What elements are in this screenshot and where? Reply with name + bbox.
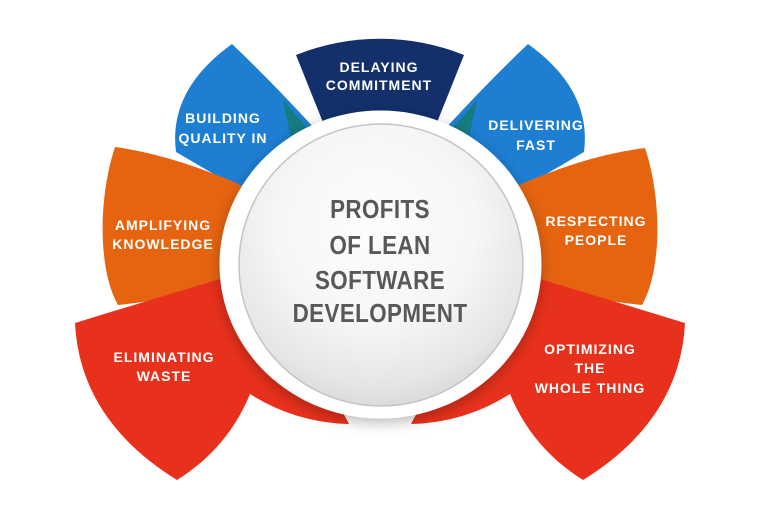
label-line: DELIVERING bbox=[488, 117, 584, 133]
petal-building-quality-in bbox=[175, 44, 316, 194]
label-line: DELAYING bbox=[339, 59, 418, 75]
label-line: KNOWLEDGE bbox=[112, 236, 214, 252]
sphere-ball bbox=[238, 123, 524, 407]
label-line: QUALITY IN bbox=[178, 130, 267, 146]
label-optimizing-the-whole-thing: OPTIMIZING THE WHOLE THING bbox=[535, 341, 646, 396]
petal-respecting-people bbox=[510, 148, 658, 305]
label-line: WHOLE THING bbox=[535, 380, 646, 396]
label-eliminating-waste: ELIMINATING WASTE bbox=[114, 349, 215, 384]
center-title-line-2: OF LEAN bbox=[329, 231, 430, 260]
label-delivering-fast: DELIVERING FAST bbox=[488, 117, 584, 153]
label-delaying-commitment: DELAYING COMMITMENT bbox=[326, 59, 432, 93]
label-building-quality-in: BUILDING QUALITY IN bbox=[178, 110, 267, 146]
label-line: WASTE bbox=[137, 368, 192, 384]
label-line: AMPLIFYING bbox=[115, 217, 211, 233]
petal-delaying-commitment bbox=[296, 38, 464, 136]
label-line: ELIMINATING bbox=[114, 349, 215, 365]
center-title-line-1: PROFITS bbox=[330, 195, 430, 224]
label-line: FAST bbox=[516, 137, 556, 153]
petal-optimizing-the-whole-thing bbox=[411, 276, 685, 480]
label-respecting-people: RESPECTING PEOPLE bbox=[545, 213, 646, 248]
label-line: OPTIMIZING bbox=[544, 341, 636, 357]
label-line: THE bbox=[575, 360, 606, 376]
center-title-line-4: DEVELOPMENT bbox=[293, 299, 468, 328]
label-line: PEOPLE bbox=[565, 232, 628, 248]
label-amplifying-knowledge: AMPLIFYING KNOWLEDGE bbox=[112, 217, 214, 252]
center-title-line-3: SOFTWARE bbox=[315, 266, 445, 295]
center-title: PROFITS OF LEAN SOFTWARE DEVELOPMENT bbox=[293, 195, 468, 328]
label-line: BUILDING bbox=[185, 110, 261, 126]
petals bbox=[75, 38, 685, 480]
petal-eliminating-waste bbox=[75, 276, 349, 480]
label-line: RESPECTING bbox=[545, 213, 646, 229]
center-sphere bbox=[219, 110, 542, 419]
petal-labels: DELAYING COMMITMENT BUILDING QUALITY IN … bbox=[112, 59, 646, 396]
petal-amplifying-knowledge bbox=[102, 147, 250, 305]
label-line: COMMITMENT bbox=[326, 77, 432, 93]
petal-delivering-fast bbox=[444, 44, 585, 194]
